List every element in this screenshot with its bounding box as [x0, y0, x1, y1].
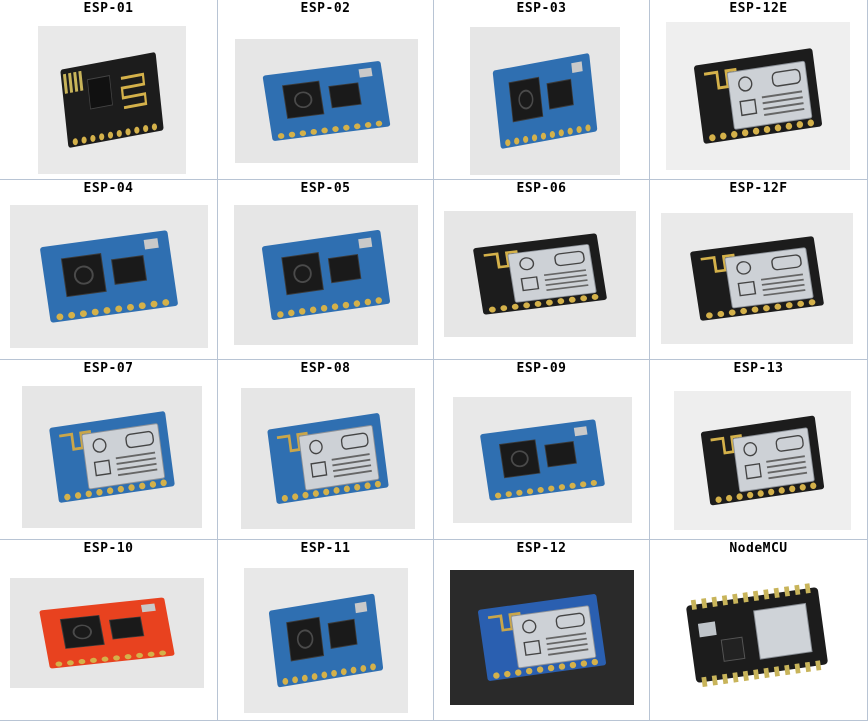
module-board-illustration [38, 26, 186, 174]
module-board-illustration [10, 205, 208, 348]
module-board-illustration [453, 397, 632, 523]
module-cell: ESP-13 [650, 360, 868, 540]
module-cell: ESP-03 [434, 0, 650, 180]
module-cell: ESP-12F [650, 180, 868, 360]
module-photo [662, 562, 852, 708]
module-photo [10, 578, 204, 688]
module-cell: ESP-12 [434, 540, 650, 721]
module-board-illustration [470, 27, 620, 175]
module-photo [450, 570, 634, 705]
module-board-illustration [235, 39, 418, 163]
module-cell: ESP-09 [434, 360, 650, 540]
module-label: ESP-05 [300, 181, 351, 196]
module-photo [674, 391, 851, 530]
module-photo [38, 26, 186, 174]
module-label: ESP-03 [516, 1, 567, 16]
module-board-illustration [244, 568, 408, 713]
module-label: ESP-01 [83, 1, 134, 16]
module-label: ESP-07 [83, 361, 134, 376]
module-label: ESP-10 [83, 541, 134, 556]
module-board-illustration [661, 213, 853, 344]
module-photo [235, 39, 418, 163]
module-cell: ESP-04 [0, 180, 218, 360]
module-photo [453, 397, 632, 523]
module-photo [444, 211, 636, 337]
module-label: ESP-12E [729, 1, 788, 16]
module-photo [661, 213, 853, 344]
module-board-illustration [444, 211, 636, 337]
module-board-illustration [666, 22, 850, 170]
module-cell: NodeMCU [650, 540, 868, 721]
module-cell: ESP-11 [218, 540, 434, 721]
module-board-illustration [10, 578, 204, 688]
module-label: ESP-06 [516, 181, 567, 196]
module-label: ESP-11 [300, 541, 351, 556]
module-label: ESP-12F [729, 181, 788, 196]
module-board-illustration [241, 388, 415, 529]
module-cell: ESP-01 [0, 0, 218, 180]
module-board-illustration [234, 205, 418, 345]
module-board-illustration [450, 570, 634, 705]
module-board-illustration [22, 386, 202, 528]
module-cell: ESP-08 [218, 360, 434, 540]
module-photo [666, 22, 850, 170]
module-label: ESP-02 [300, 1, 351, 16]
module-label: ESP-04 [83, 181, 134, 196]
module-photo [22, 386, 202, 528]
module-label: ESP-08 [300, 361, 351, 376]
module-board-illustration [662, 562, 852, 708]
module-label: ESP-13 [733, 361, 784, 376]
module-label: NodeMCU [729, 541, 788, 556]
module-cell: ESP-07 [0, 360, 218, 540]
module-photo [234, 205, 418, 345]
module-cell: ESP-10 [0, 540, 218, 721]
module-photo [10, 205, 208, 348]
module-photo [470, 27, 620, 175]
module-photo [241, 388, 415, 529]
module-photo [244, 568, 408, 713]
module-cell: ESP-06 [434, 180, 650, 360]
module-cell: ESP-05 [218, 180, 434, 360]
module-cell: ESP-12E [650, 0, 868, 180]
module-cell: ESP-02 [218, 0, 434, 180]
module-board-illustration [674, 391, 851, 530]
module-label: ESP-09 [516, 361, 567, 376]
module-label: ESP-12 [516, 541, 567, 556]
